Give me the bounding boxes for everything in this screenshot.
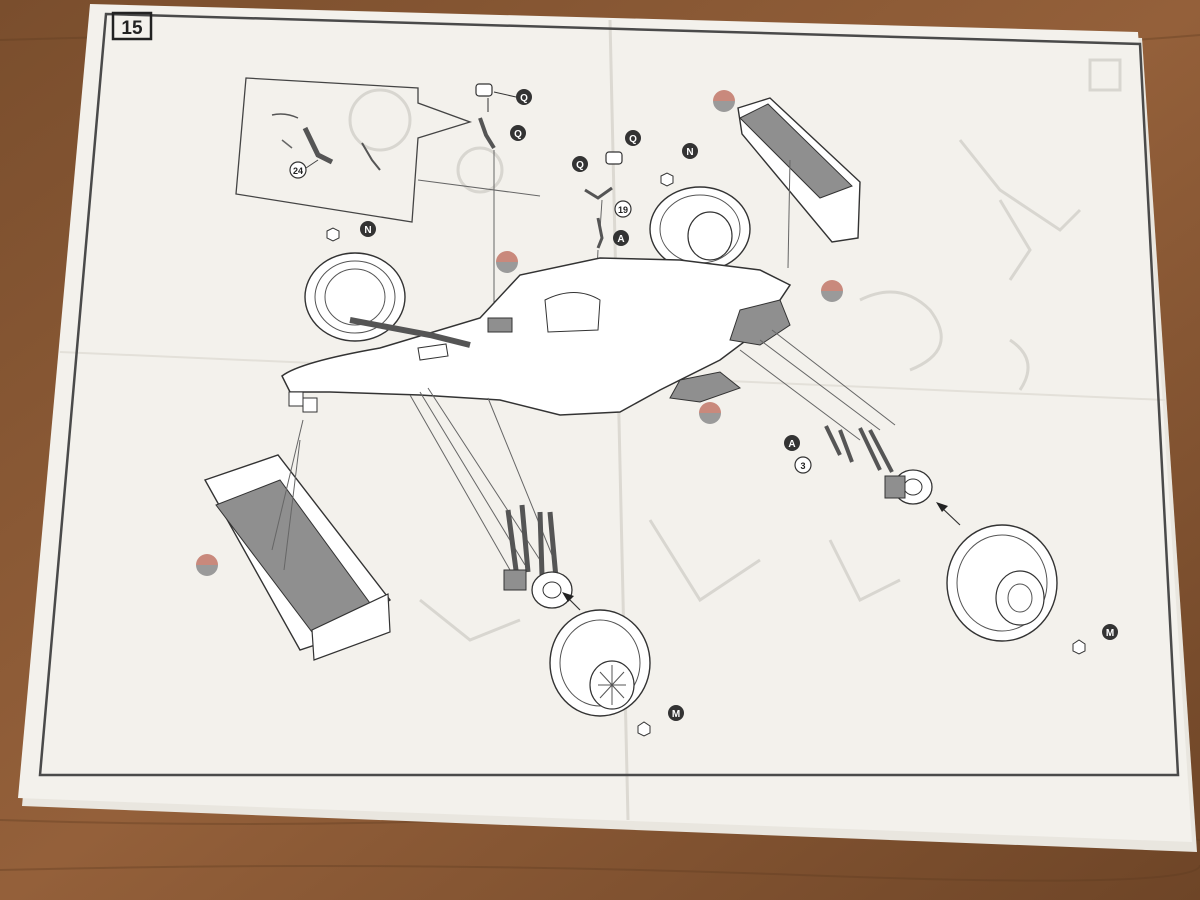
assembly-arrows — [562, 502, 961, 611]
upright-assembly-left — [503, 504, 573, 609]
svg-text:Q: Q — [629, 134, 637, 145]
paint-swatches — [196, 90, 843, 576]
svg-text:Q: Q — [514, 129, 522, 140]
callout-q: Q — [510, 125, 526, 141]
svg-text:N: N — [364, 225, 371, 236]
car-chassis — [281, 257, 792, 416]
rear-tyre-top — [649, 186, 751, 272]
small-part — [596, 217, 604, 249]
svg-text:3: 3 — [800, 461, 805, 471]
show-through-ghost — [348, 58, 1122, 642]
svg-text:Q: Q — [576, 160, 584, 171]
callout-m: M — [637, 705, 684, 737]
callout-n: N — [660, 143, 698, 187]
upright-assembly-right — [824, 425, 933, 505]
callout-a: A — [784, 435, 800, 451]
q-parts — [475, 83, 623, 305]
callout-q: Q — [572, 156, 588, 172]
callout-n: N — [326, 221, 376, 242]
front-wing — [203, 419, 392, 661]
callout-q: Q — [625, 130, 641, 146]
svg-text:N: N — [686, 147, 693, 158]
callout-3: 3 — [794, 456, 812, 474]
callout-24: 24 — [293, 166, 303, 176]
front-tyre-left — [304, 252, 406, 342]
svg-text:A: A — [788, 439, 795, 450]
callout-19: 19 — [614, 200, 632, 218]
front-tyre-bottom — [549, 609, 651, 717]
svg-text:19: 19 — [618, 205, 628, 215]
callout-m: M — [1072, 624, 1118, 655]
svg-text:M: M — [672, 709, 680, 720]
rear-wing — [737, 97, 861, 269]
svg-text:M: M — [1106, 628, 1114, 639]
step-number-box: 15 — [111, 11, 153, 41]
page-border — [38, 12, 1180, 777]
leader-line — [417, 179, 541, 197]
svg-text:A: A — [617, 234, 624, 245]
rear-tyre-right — [946, 524, 1058, 642]
inset-detail-box: 24 — [235, 77, 473, 223]
svg-text:Q: Q — [520, 93, 528, 104]
step-number: 15 — [121, 18, 143, 39]
callout-a: A — [613, 230, 629, 246]
callout-q: Q — [493, 89, 532, 105]
